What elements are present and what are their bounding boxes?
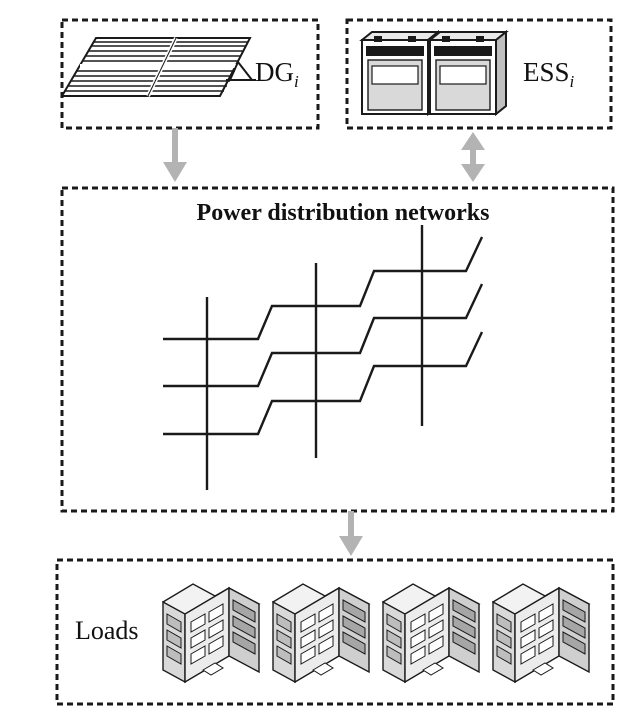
- ess-network-bidirectional-arrow: [461, 132, 485, 182]
- ess-label: ESSi: [523, 57, 575, 91]
- ess-box: [345, 18, 613, 130]
- dg-box: [60, 18, 320, 130]
- battery-icon: [361, 31, 507, 115]
- solar-panel-icon: [60, 37, 256, 97]
- network-title: Power distribution networks: [197, 200, 490, 226]
- building-icon: [162, 583, 590, 683]
- distribution-grid: [163, 225, 484, 490]
- dg-to-network-arrow: [163, 128, 187, 182]
- loads-label: Loads: [75, 616, 139, 645]
- network-to-loads-arrow: [339, 511, 363, 556]
- network-box: [60, 186, 615, 513]
- dg-label: DGi: [255, 57, 299, 91]
